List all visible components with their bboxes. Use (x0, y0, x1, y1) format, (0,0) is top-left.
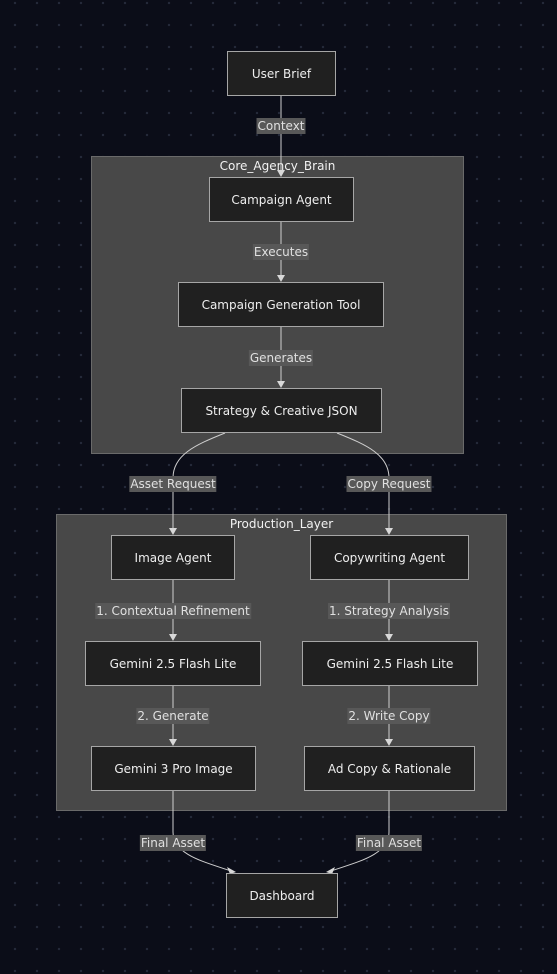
core-agency-brain-title: Core_Agency_Brain (219, 159, 336, 173)
node-gemini-flash-lite-copy[interactable]: Gemini 2.5 Flash Lite (302, 641, 478, 686)
edge-label-context: Context (256, 118, 306, 134)
arrowhead (169, 739, 177, 746)
edge-label-final-asset-right: Final Asset (355, 835, 423, 851)
arrowhead (277, 275, 285, 282)
arrowhead (169, 634, 177, 641)
edge-label-copy-request: Copy Request (346, 476, 432, 492)
edge-proimage-dashboard (172, 791, 232, 872)
node-gemini-pro-image[interactable]: Gemini 3 Pro Image (91, 746, 256, 791)
arrowhead (385, 739, 393, 746)
arrowhead (277, 381, 285, 388)
node-campaign-agent[interactable]: Campaign Agent (209, 177, 354, 222)
edge-label-asset-request: Asset Request (129, 476, 217, 492)
edge-label-strategy-analysis: 1. Strategy Analysis (328, 603, 450, 619)
edge-label-write-copy: 2. Write Copy (347, 708, 431, 724)
production-layer-title: Production_Layer (229, 517, 334, 531)
node-copywriting-agent[interactable]: Copywriting Agent (310, 535, 469, 580)
edge-adcopy-dashboard (330, 791, 390, 872)
arrowhead (326, 867, 335, 874)
edge-label-final-asset-left: Final Asset (139, 835, 207, 851)
arrowhead (169, 528, 177, 535)
node-image-agent[interactable]: Image Agent (111, 535, 235, 580)
node-dashboard[interactable]: Dashboard (226, 873, 338, 918)
edge-label-contextual-refinement: 1. Contextual Refinement (95, 603, 251, 619)
edge-label-generate: 2. Generate (136, 708, 210, 724)
node-ad-copy-rationale[interactable]: Ad Copy & Rationale (304, 746, 475, 791)
node-gemini-flash-lite-image[interactable]: Gemini 2.5 Flash Lite (85, 641, 261, 686)
arrowhead (385, 528, 393, 535)
node-campaign-generation-tool[interactable]: Campaign Generation Tool (178, 282, 384, 327)
arrowhead (227, 867, 236, 874)
edge-label-generates: Generates (248, 350, 314, 366)
arrowhead (385, 634, 393, 641)
node-user-brief[interactable]: User Brief (227, 51, 336, 96)
arrowhead (277, 170, 285, 177)
edge-label-executes: Executes (252, 244, 310, 260)
node-strategy-creative-json[interactable]: Strategy & Creative JSON (181, 388, 382, 433)
